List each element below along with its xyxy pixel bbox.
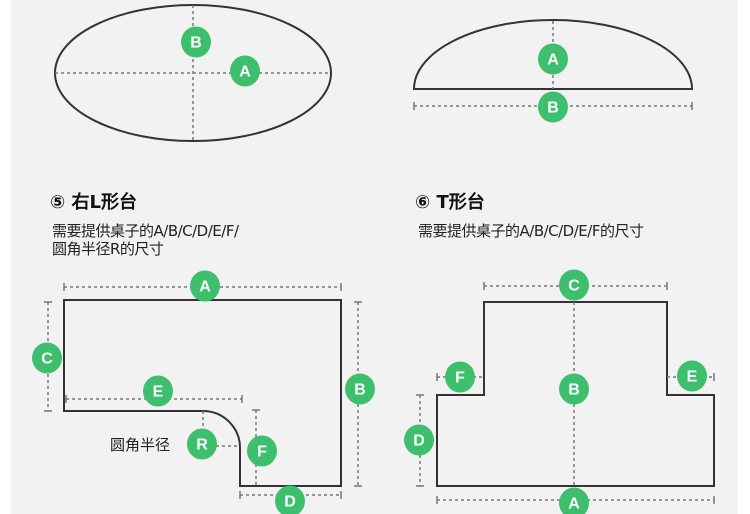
svg-text:B: B bbox=[568, 382, 580, 399]
t-badge-a: A bbox=[559, 487, 589, 514]
svg-text:D: D bbox=[284, 494, 296, 511]
oval-badge-b: B bbox=[181, 26, 211, 58]
svg-text:B: B bbox=[354, 382, 366, 399]
t-outline bbox=[436, 301, 715, 487]
half-oval-outline bbox=[412, 19, 694, 90]
right-l-badge-d: D bbox=[275, 485, 305, 514]
right-l-outline bbox=[63, 299, 342, 487]
t-badge-d: D bbox=[404, 424, 434, 456]
half-oval-table-diagram: A B bbox=[412, 19, 694, 123]
t-title: ⑥ T形台 bbox=[415, 192, 485, 213]
radius-label: 圆角半径 bbox=[110, 436, 171, 454]
svg-text:A: A bbox=[239, 64, 251, 81]
svg-text:E: E bbox=[687, 369, 698, 386]
right-l-table-diagram: A C B E R F D bbox=[32, 270, 375, 514]
oval-badge-a: A bbox=[230, 55, 260, 87]
right-l-badge-a: A bbox=[190, 270, 220, 302]
svg-text:B: B bbox=[190, 35, 202, 52]
svg-text:C: C bbox=[41, 351, 53, 368]
right-l-desc-line2: 圆角半径R的尺寸 bbox=[52, 240, 164, 258]
right-l-title: ⑤ 右L形台 bbox=[50, 192, 137, 213]
svg-text:E: E bbox=[153, 384, 164, 401]
right-l-badge-f: F bbox=[247, 435, 277, 467]
background-panel bbox=[11, 0, 738, 514]
t-badge-e: E bbox=[677, 360, 707, 392]
t-desc-line1: 需要提供桌子的A/B/C/D/E/F的尺寸 bbox=[418, 222, 644, 240]
right-l-badge-b: B bbox=[345, 373, 375, 405]
svg-text:F: F bbox=[257, 444, 267, 461]
svg-text:F: F bbox=[455, 370, 465, 387]
right-l-badge-r: R bbox=[187, 428, 217, 460]
svg-text:A: A bbox=[547, 52, 559, 69]
half-oval-badge-a: A bbox=[538, 43, 568, 75]
t-badge-c: C bbox=[559, 269, 589, 301]
oval-table-diagram: B A bbox=[54, 4, 332, 142]
t-badge-b: B bbox=[559, 373, 589, 405]
svg-text:R: R bbox=[196, 437, 208, 454]
svg-text:A: A bbox=[199, 279, 211, 296]
t-badge-f: F bbox=[445, 361, 475, 393]
right-l-badge-c: C bbox=[32, 342, 62, 374]
t-table-diagram: C B F E D A bbox=[404, 269, 715, 514]
half-oval-badge-b: B bbox=[538, 91, 568, 123]
svg-text:A: A bbox=[568, 496, 580, 513]
right-l-desc-line1: 需要提供桌子的A/B/C/D/E/F/ bbox=[52, 222, 239, 240]
svg-text:B: B bbox=[547, 100, 559, 117]
right-l-badge-e: E bbox=[143, 375, 173, 407]
svg-text:C: C bbox=[568, 278, 580, 295]
svg-text:D: D bbox=[413, 433, 425, 450]
